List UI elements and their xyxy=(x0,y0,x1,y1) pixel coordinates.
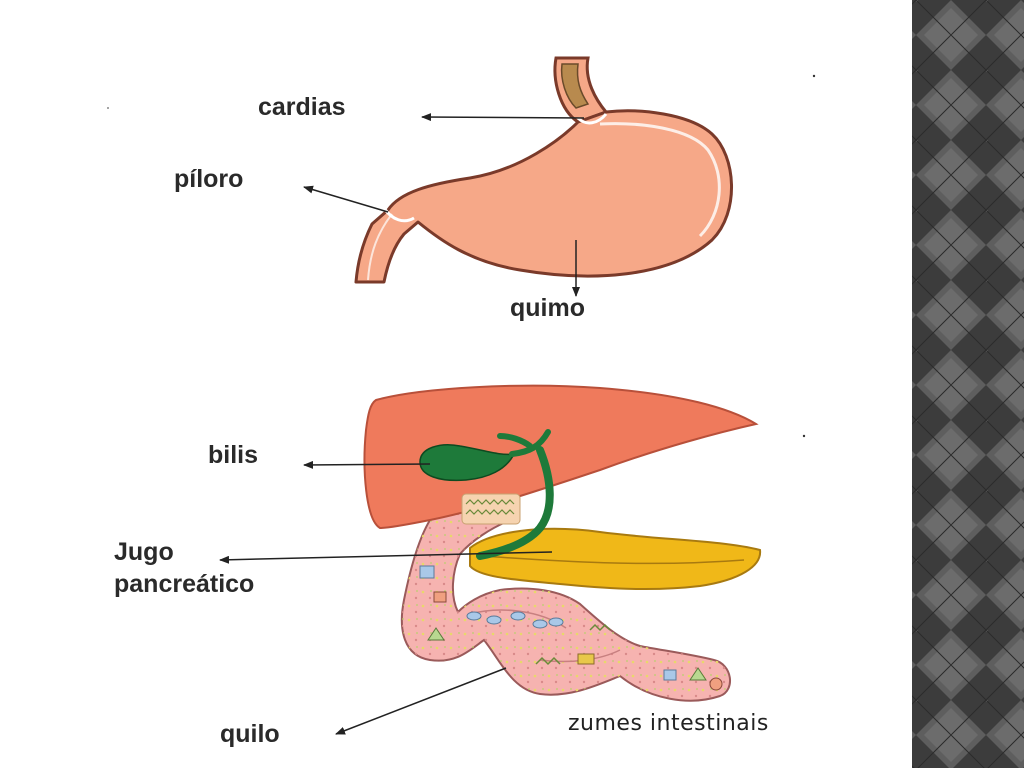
stomach-illustration xyxy=(354,56,733,284)
label-jugo-line2: pancreático xyxy=(114,570,255,598)
speck xyxy=(802,434,806,438)
arrow-quilo xyxy=(335,667,507,735)
nutrient-particles xyxy=(419,565,723,691)
arrow-bilis xyxy=(303,460,431,469)
common-bile-duct xyxy=(476,446,554,560)
pancreas xyxy=(469,527,762,591)
label-quimo: quimo xyxy=(510,294,585,322)
speck xyxy=(107,107,109,109)
diagram-canvas xyxy=(107,56,816,735)
bile-duct xyxy=(497,429,551,457)
label-jugo-line1: Jugo xyxy=(114,538,174,566)
arrow-cardias xyxy=(421,113,585,122)
duodenum-texture-patch xyxy=(461,493,521,525)
duodenum-villi xyxy=(465,499,515,505)
label-quilo: quilo xyxy=(220,720,280,748)
label-piloro: píloro xyxy=(174,165,244,193)
label-bilis: bilis xyxy=(208,441,259,469)
decorative-side-panel xyxy=(912,0,1024,768)
speck xyxy=(812,74,816,78)
pylorus-tube xyxy=(367,213,393,281)
cardia-ring xyxy=(576,113,608,125)
duodenum-villi xyxy=(465,509,515,515)
liver xyxy=(363,384,759,530)
arrow-jugo xyxy=(219,551,553,564)
arrow-piloro xyxy=(303,185,389,213)
stomach-highlight xyxy=(599,122,721,238)
intestine-texture xyxy=(401,510,731,701)
intestine-illustration xyxy=(363,384,762,702)
pancreatic-duct xyxy=(481,555,745,565)
label-cardias: cardias xyxy=(258,93,346,121)
stomach-body xyxy=(354,109,733,284)
esophagus-lumen xyxy=(560,63,590,109)
label-zumes-intestinais: zumes intestinais xyxy=(568,711,769,736)
